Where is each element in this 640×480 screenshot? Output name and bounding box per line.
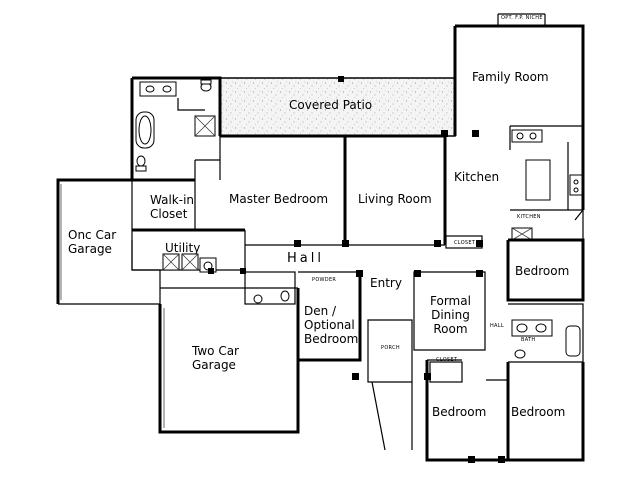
bedroom-bottom-left-label: Bedroom — [432, 405, 487, 419]
den-walls — [296, 272, 362, 362]
closet-kitchen-label: CLOSET — [454, 240, 476, 246]
porch — [367, 319, 413, 383]
den-optional-bedroom-label: Den / Optional Bedroom — [304, 304, 359, 346]
bedroom-right-label: Bedroom — [515, 264, 570, 278]
powder-label: POWDER — [312, 277, 337, 283]
bedroom-right-walls — [506, 238, 585, 302]
hall-label: Hall — [287, 251, 324, 266]
closet-bedroom-label: CLOSET — [436, 357, 458, 363]
powder-room — [244, 271, 296, 305]
living-room-walls — [345, 134, 447, 245]
opt-fp-niche-label: OPT. F.P. NICHE — [501, 15, 543, 21]
one-car-garage-label: Onc Car Garage — [68, 228, 117, 256]
covered-patio-area — [219, 77, 456, 137]
covered-patio-label: Covered Patio — [289, 98, 373, 112]
bottom-bedrooms-walls — [425, 360, 585, 462]
master-bath-walls — [130, 76, 222, 180]
bath-label: BATH — [521, 337, 536, 343]
two-car-garage-label: Two Car Garage — [192, 344, 239, 372]
walk-in-closet-label: Walk-in Closet — [150, 193, 195, 221]
living-room-label: Living Room — [358, 192, 432, 206]
master-bedroom-label: Master Bedroom — [229, 192, 329, 206]
family-room-label: Family Room — [472, 70, 549, 84]
porch-label: PORCH — [381, 345, 400, 351]
hall-small-label: HALL — [490, 323, 504, 329]
one-car-garage-walls — [56, 178, 132, 304]
bath-walls — [508, 303, 584, 363]
formal-dining-walls — [413, 271, 486, 351]
bedroom-bottom-right-label: Bedroom — [511, 405, 566, 419]
utility-label: Utility — [165, 241, 201, 255]
kitchen-small-label: KITCHEN — [517, 214, 541, 220]
kitchen-label: Kitchen — [454, 170, 500, 184]
master-bedroom-walls — [132, 134, 347, 245]
entry-label: Entry — [370, 276, 402, 290]
formal-dining-room-label: Formal Dining Room — [430, 294, 471, 336]
